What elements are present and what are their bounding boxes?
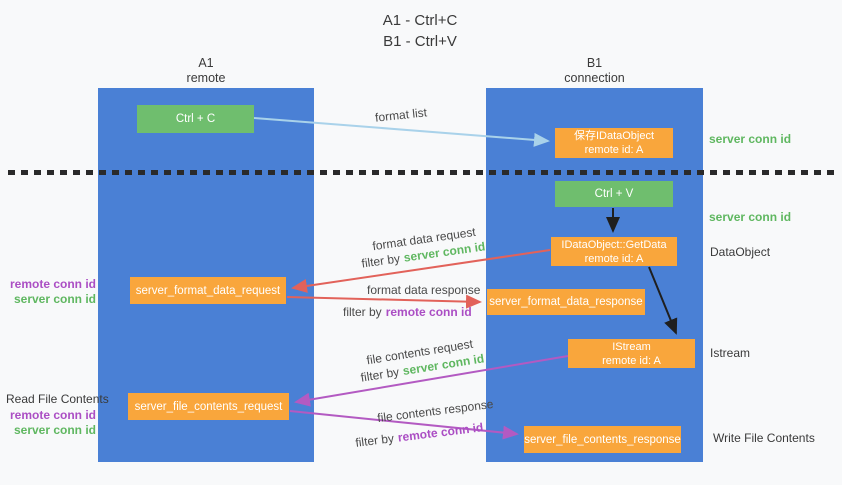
node-istream-line1: IStream (612, 340, 651, 353)
node-ctrl-c: Ctrl + C (137, 105, 254, 133)
label-server-conn-id-format: server conn id (13, 292, 96, 306)
column-header-a1: A1 remote (98, 56, 314, 86)
label-remote-conn-id-format: remote conn id (9, 277, 96, 291)
edge-label-format-list: format list (374, 105, 428, 125)
node-save-idataobject-line2: remote id: A (584, 144, 644, 156)
column-b1-name: B1 (586, 56, 603, 70)
label-remote-conn-id-file: remote conn id (9, 408, 96, 422)
node-ctrl-v: Ctrl + V (555, 181, 673, 207)
title-line-2: B1 - Ctrl+V (383, 33, 457, 50)
arrow-format-data-response (286, 294, 482, 309)
node-server-file-contents-response-label: server_file_contents_response (524, 433, 681, 446)
title-line-1: A1 - Ctrl+C (382, 12, 458, 29)
remote-conn-id-text: remote conn id (385, 305, 472, 319)
machine-separator-dotted-line (8, 170, 834, 175)
node-save-idataobject-line1: 保存IDataObject (573, 130, 655, 142)
node-idataobject-getdata: IDataObject::GetData remote id: A (551, 237, 677, 266)
node-istream-line2: remote id: A (602, 354, 661, 367)
conn-id-block-format: remote conn id server conn id (4, 277, 96, 307)
node-server-file-contents-request: server_file_contents_request (128, 393, 289, 420)
node-idataobject-getdata-line1: IDataObject::GetData (561, 238, 667, 251)
label-server-conn-id-mid-right: server conn id (709, 210, 792, 224)
filter-by-text: filter by (360, 251, 401, 271)
column-a1-role: remote (186, 71, 226, 85)
conn-id-block-file: remote conn id server conn id (4, 408, 96, 438)
filter-by-text: filter by (354, 431, 395, 450)
node-idataobject-getdata-line2: remote id: A (584, 252, 644, 265)
label-read-file-contents: Read File Contents (6, 392, 109, 406)
label-dataobject: DataObject (710, 245, 771, 259)
filter-by-text: filter by (343, 305, 382, 319)
node-ctrl-c-label: Ctrl + C (175, 113, 216, 125)
node-istream: IStream remote id: A (568, 339, 695, 368)
node-save-idataobject: 保存IDataObject remote id: A (555, 128, 673, 158)
label-istream: Istream (710, 346, 751, 360)
node-server-file-contents-response: server_file_contents_response (524, 426, 681, 453)
filter-by-text: filter by (359, 364, 401, 385)
diagram-title: A1 - Ctrl+C B1 - Ctrl+V (300, 10, 540, 52)
node-server-format-data-request-label: server_format_data_request (135, 284, 281, 297)
remote-conn-id-text: remote conn id (396, 420, 485, 445)
node-server-format-data-request: server_format_data_request (130, 277, 286, 304)
column-header-b1: B1 connection (486, 56, 703, 86)
label-server-conn-id-top-right: server conn id (709, 132, 792, 146)
column-b1-role: connection (564, 71, 625, 85)
column-a1-name: A1 (198, 56, 214, 70)
node-server-file-contents-request-label: server_file_contents_request (134, 400, 283, 413)
node-server-format-data-response-label: server_format_data_response (489, 296, 643, 308)
label-write-file-contents: Write File Contents (713, 431, 815, 445)
edge-label-format-data-response: format data response (367, 283, 481, 297)
node-ctrl-v-label: Ctrl + V (594, 188, 634, 200)
node-server-format-data-response: server_format_data_response (487, 289, 645, 315)
label-server-conn-id-file: server conn id (13, 423, 96, 437)
